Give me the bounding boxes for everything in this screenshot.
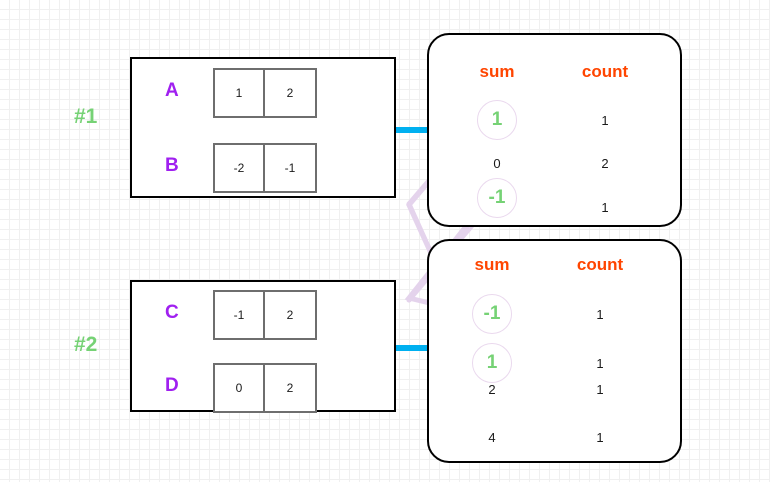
table2-row3-count: 1 [596, 430, 604, 445]
table1-row0-sum: 1 [491, 109, 503, 130]
row-cells-c: -1 2 [213, 290, 317, 340]
table1-row2-count: 1 [601, 200, 609, 215]
row-cells-a: 1 2 [213, 68, 317, 118]
row-label-c: C [165, 302, 179, 323]
table2-row0-sum: -1 [483, 303, 501, 324]
cell-b-0: -2 [215, 145, 265, 191]
highlight-circle-t1-r2 [477, 178, 517, 218]
table1-row1-sum: 0 [493, 156, 501, 171]
cell-a-1: 2 [286, 86, 294, 100]
table2-row2-count: 1 [596, 382, 604, 397]
row-cells-b: -2 -1 [213, 143, 317, 193]
cell-d-1: 2 [286, 381, 294, 395]
table1-row1-count: 2 [601, 156, 609, 171]
table1-header-count: count [581, 62, 629, 81]
table2-row1-count: 1 [596, 356, 604, 371]
row-cells-d: 0 2 [213, 363, 317, 413]
table1-row0-count: 1 [601, 113, 609, 128]
table2-row1-sum: 1 [486, 352, 498, 373]
table1-row2-sum: -1 [488, 187, 506, 208]
table2-row2-sum: 2 [488, 382, 496, 397]
row-label-a: A [165, 80, 179, 101]
row-label-b: B [165, 155, 179, 176]
table2-row0-count: 1 [596, 307, 604, 322]
group-label-1: #1 [74, 105, 98, 128]
aggregate-box-2 [427, 239, 682, 463]
table2-header-count: count [576, 255, 624, 274]
row-label-d: D [165, 375, 179, 396]
cell-d-0: 0 [215, 365, 265, 411]
table1-header-sum: sum [479, 62, 515, 81]
table2-row3-sum: 4 [488, 430, 496, 445]
highlight-circle-t2-r1 [472, 343, 512, 383]
cell-c-0: -1 [215, 292, 265, 338]
highlight-circle-t1-r0 [477, 100, 517, 140]
aggregate-box-1 [427, 33, 682, 227]
highlight-circle-t2-r0 [472, 294, 512, 334]
cell-b-1: -1 [284, 161, 296, 175]
group-label-2: #2 [74, 333, 98, 356]
table2-header-sum: sum [474, 255, 510, 274]
cell-c-1: 2 [286, 308, 294, 322]
cell-a-0: 1 [215, 70, 265, 116]
